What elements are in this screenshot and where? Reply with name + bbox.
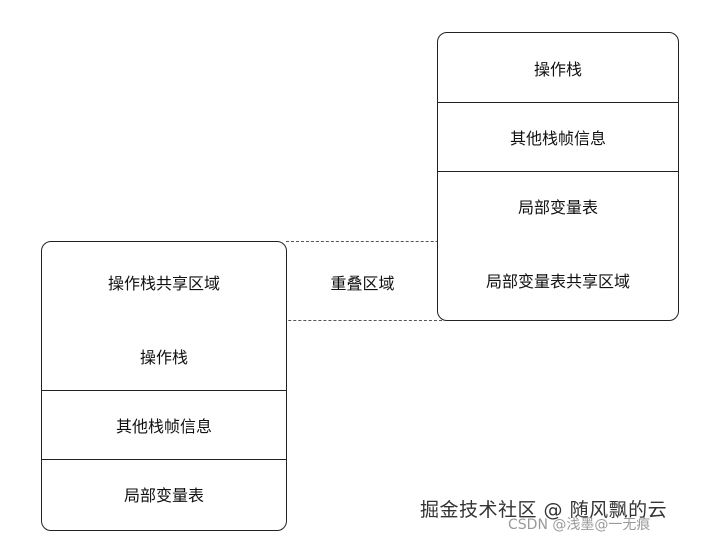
right-divider-2: [438, 171, 678, 172]
overlap-area-label: 重叠区域: [330, 274, 395, 293]
left-divider-1: [42, 390, 286, 391]
right-stack-frame: 操作栈 其他栈帧信息 局部变量表 局部变量表共享区域: [437, 32, 679, 321]
left-local-variable-table: 局部变量表: [123, 486, 204, 505]
left-operand-stack-shared-area: 操作栈共享区域: [107, 273, 220, 293]
right-local-variable-table: 局部变量表: [517, 198, 598, 217]
left-divider-2: [42, 459, 286, 460]
right-local-variable-shared-area: 局部变量表共享区域: [485, 272, 630, 291]
left-operand-stack: 操作栈: [139, 347, 188, 367]
left-stack-frame: 操作栈共享区域 操作栈 其他栈帧信息 局部变量表: [41, 241, 287, 531]
right-operand-stack: 操作栈: [533, 59, 582, 79]
watermark-main: 掘金技术社区 @ 随风飘的云: [420, 499, 668, 521]
right-divider-1: [438, 102, 678, 103]
right-other-frame-info: 其他栈帧信息: [509, 128, 606, 148]
watermark-sub: CSDN @浅墨@一无痕: [508, 517, 651, 533]
left-other-frame-info: 其他栈帧信息: [115, 416, 212, 436]
